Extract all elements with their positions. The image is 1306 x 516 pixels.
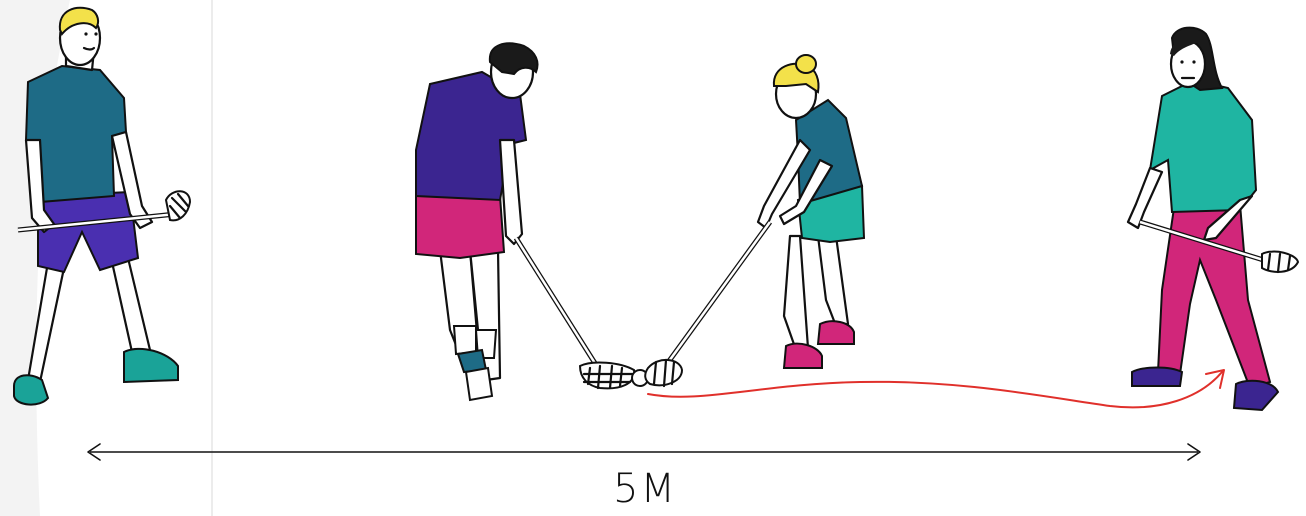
player-right xyxy=(1128,28,1298,410)
player-center-left xyxy=(416,43,634,400)
player-center-right xyxy=(645,55,864,386)
distance-arrow xyxy=(88,444,1200,460)
distance-label: 5M xyxy=(590,466,700,512)
